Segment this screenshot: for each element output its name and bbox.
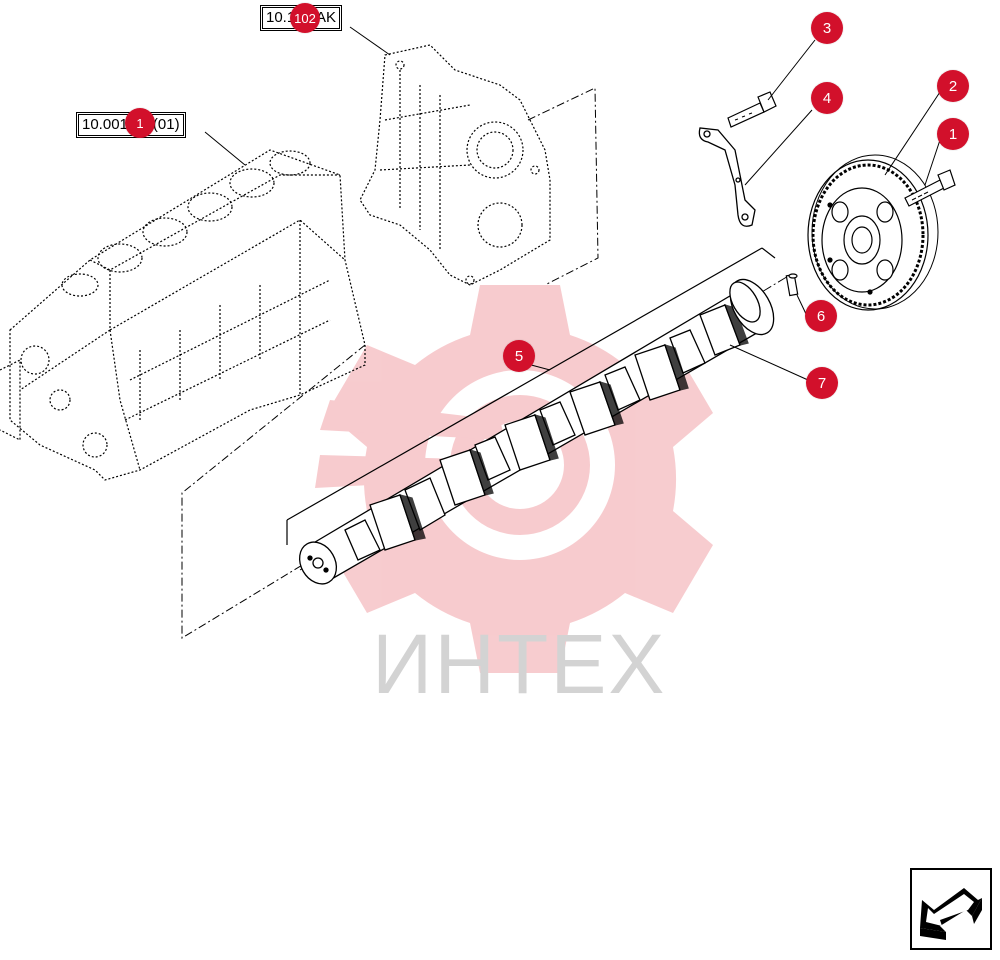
bracket-bolt <box>727 91 777 128</box>
callout-5[interactable]: 5 <box>503 340 535 372</box>
return-arrow-icon <box>920 888 982 940</box>
callout-6[interactable]: 6 <box>805 300 837 332</box>
watermark-text: ИНТЕХ <box>372 617 667 711</box>
callout-4[interactable]: 4 <box>811 82 843 114</box>
assembly-outline <box>181 87 599 639</box>
timing-cover <box>359 44 551 286</box>
callout-3-label: 3 <box>822 19 832 37</box>
dowel-pin <box>785 273 799 297</box>
callout-6-label: 6 <box>816 307 826 325</box>
callout-2-label: 2 <box>948 77 958 95</box>
camshaft <box>298 278 775 585</box>
cover-leader <box>349 26 391 56</box>
bracket <box>698 127 756 227</box>
callout-block-ref[interactable]: 1 <box>125 108 155 138</box>
callout-2[interactable]: 2 <box>937 70 969 102</box>
gear-bolt <box>904 169 956 207</box>
engine-block <box>0 149 366 481</box>
callout-7[interactable]: 7 <box>806 367 838 399</box>
block-leader <box>204 131 246 166</box>
callout-3[interactable]: 3 <box>811 12 843 44</box>
callout-5-label: 5 <box>514 347 524 365</box>
callout-cover-ref-label: 102 <box>294 10 316 26</box>
callout-4-label: 4 <box>822 89 832 107</box>
camshaft-bracket <box>286 247 776 545</box>
callout-cover-ref[interactable]: 102 <box>290 3 320 33</box>
cam-gear <box>807 154 939 311</box>
callout-leaders <box>519 39 941 381</box>
return-button[interactable] <box>910 868 992 950</box>
callout-1[interactable]: 1 <box>937 118 969 150</box>
callout-block-ref-label: 1 <box>136 115 144 131</box>
callout-7-label: 7 <box>817 374 827 392</box>
callout-1-label: 1 <box>948 125 958 143</box>
